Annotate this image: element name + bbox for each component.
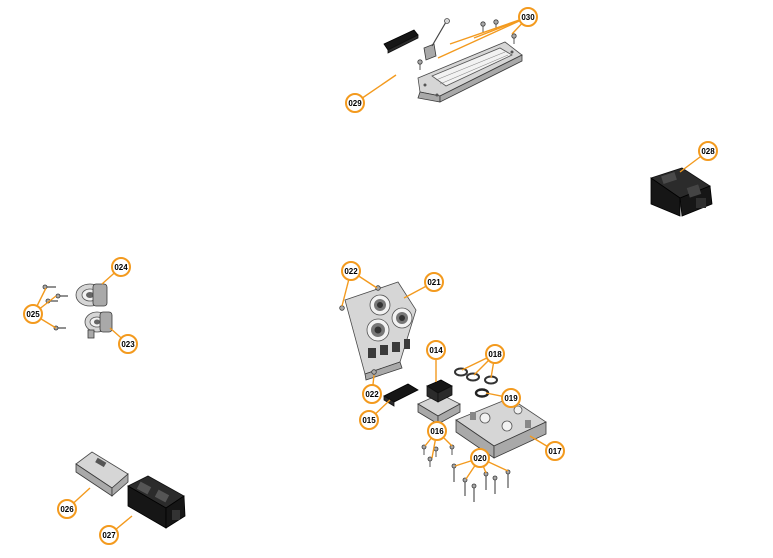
- svg-text:025: 025: [26, 310, 40, 319]
- svg-text:023: 023: [121, 340, 135, 349]
- part-030-cover-strip: [383, 29, 419, 54]
- part-021-plate: [344, 281, 417, 381]
- part-023-connector: [84, 311, 113, 339]
- svg-text:019: 019: [504, 394, 518, 403]
- callout-025: 025: [23, 304, 43, 324]
- callout-028: 028: [698, 141, 718, 161]
- callout-029: 029: [345, 93, 365, 113]
- callout-023: 023: [118, 334, 138, 354]
- callout-022-upper: 022: [341, 261, 361, 281]
- callout-018: 018: [485, 344, 505, 364]
- svg-text:018: 018: [488, 350, 502, 359]
- part-030-bracket: [423, 18, 450, 61]
- callout-026: 026: [57, 499, 77, 519]
- callout-021: 021: [424, 272, 444, 292]
- svg-text:015: 015: [362, 416, 376, 425]
- part-022-screws-upper: [339, 285, 381, 375]
- leader-lines: [32, 16, 709, 536]
- callout-020: 020: [470, 448, 490, 468]
- part-016-screws: [421, 444, 455, 467]
- svg-text:017: 017: [548, 447, 562, 456]
- svg-text:016: 016: [430, 427, 444, 436]
- svg-text:030: 030: [521, 13, 535, 22]
- part-029-housing: [417, 41, 523, 103]
- svg-text:028: 028: [701, 147, 715, 156]
- callout-017: 017: [545, 441, 565, 461]
- callout-024: 024: [111, 257, 131, 277]
- callout-030: 030: [518, 7, 538, 27]
- part-025-screws: [42, 284, 68, 331]
- callout-022-lower: 022: [362, 384, 382, 404]
- callout-027: 027: [99, 525, 119, 545]
- svg-text:024: 024: [114, 263, 128, 272]
- svg-text:014: 014: [429, 346, 443, 355]
- callout-019: 019: [501, 388, 521, 408]
- svg-text:029: 029: [348, 99, 362, 108]
- callout-016: 016: [427, 421, 447, 441]
- part-020-screws: [451, 463, 511, 502]
- svg-text:022: 022: [344, 267, 358, 276]
- part-024-connector: [75, 283, 108, 307]
- svg-text:020: 020: [473, 454, 487, 463]
- part-017-base: [455, 397, 547, 459]
- part-026-housing: [75, 451, 129, 497]
- part-028-block: [650, 167, 713, 217]
- svg-text:026: 026: [60, 505, 74, 514]
- part-015-plate: [383, 383, 419, 407]
- svg-text:027: 027: [102, 531, 116, 540]
- callout-014: 014: [426, 340, 446, 360]
- callout-015: 015: [359, 410, 379, 430]
- part-027-block: [127, 475, 186, 529]
- part-014-module: [417, 379, 461, 425]
- svg-text:021: 021: [427, 278, 441, 287]
- svg-text:022: 022: [365, 390, 379, 399]
